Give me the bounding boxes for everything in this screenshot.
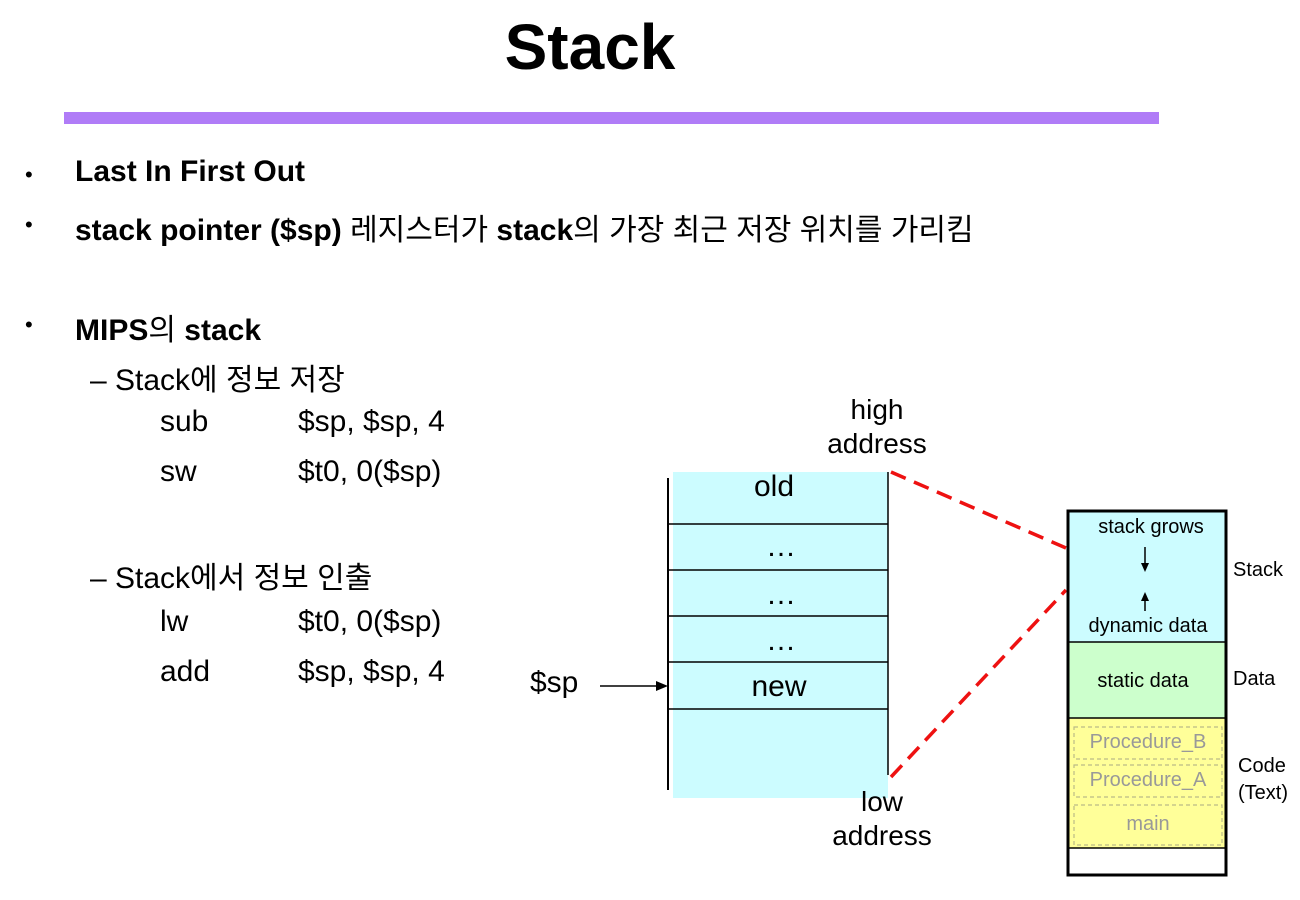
- zoom-line-top: [890, 470, 1067, 550]
- low-address-word: address: [832, 820, 932, 851]
- code-args: $sp, $sp, 4: [298, 655, 445, 688]
- stack-cell-new: new: [751, 670, 807, 703]
- memmap-stack-region: [1069, 512, 1225, 642]
- code-op: sub: [160, 405, 209, 438]
- main-box: [1073, 804, 1223, 846]
- sp-label: $sp: [530, 666, 579, 699]
- bullet-mips-text: 의: [148, 314, 185, 347]
- segment-label-data: Data: [1233, 668, 1276, 690]
- zoom-line-bottom: [889, 588, 1068, 779]
- bullet-sp-bold: stack pointer ($sp): [75, 214, 342, 247]
- bullet-sp-bold2: stack: [496, 214, 574, 247]
- stack-cell-old: old: [753, 470, 795, 503]
- memmap-code-region: [1069, 718, 1225, 848]
- code-op: sw: [160, 455, 197, 488]
- procedure-b-box: [1073, 726, 1223, 760]
- bullet-mips-bold2: stack: [184, 314, 262, 347]
- code-args: $t0, 0($sp): [298, 455, 442, 488]
- code-op: add: [160, 655, 211, 688]
- bullet-marker: •: [25, 162, 33, 187]
- low-label: low: [860, 786, 903, 817]
- segment-label-code: Code: [1238, 755, 1286, 777]
- code-op: lw: [160, 605, 189, 638]
- load-heading: – Stack에서 정보 인출: [90, 562, 373, 595]
- procedure-a-label: Procedure_A: [1089, 769, 1207, 791]
- bullet-marker: •: [25, 312, 33, 337]
- store-heading: – Stack에 정보 저장: [90, 364, 345, 397]
- procedure-a-box: [1073, 764, 1223, 798]
- dynamic-data-label: dynamic data: [1088, 615, 1208, 637]
- bullet-sp-text2: 의 가장 최근 저장 위치를 가리킴: [573, 214, 974, 247]
- main-label: main: [1126, 813, 1170, 835]
- grow-down-arrow-icon: [1141, 563, 1149, 572]
- bullet-marker: •: [25, 212, 33, 237]
- bullet-lifo: Last In First Out: [75, 155, 306, 188]
- bullet-mips-bold: MIPS: [75, 314, 149, 347]
- page-title: Stack: [504, 11, 676, 83]
- bullet-mips: MIPS의 stack: [75, 305, 261, 349]
- code-args: $t0, 0($sp): [298, 605, 442, 638]
- grow-up-arrow-icon: [1141, 592, 1149, 601]
- procedure-b-label: Procedure_B: [1089, 731, 1207, 753]
- high-address-word: address: [827, 428, 927, 459]
- memmap-frame: [1066, 509, 1228, 877]
- memmap-data-region: [1069, 642, 1225, 718]
- high-label: high: [850, 394, 904, 425]
- code-args: $sp, $sp, 4: [298, 405, 445, 438]
- stack-cell-ellipsis: …: [766, 530, 796, 563]
- segment-label-text: (Text): [1238, 782, 1288, 804]
- static-data-label: static data: [1097, 670, 1189, 692]
- sp-arrow-head: [656, 681, 668, 691]
- stack-cell-ellipsis: …: [766, 578, 796, 611]
- stack-column: [673, 472, 888, 798]
- bullet-stack-pointer: stack pointer ($sp) 레지스터가 stack의 가장 최근 저…: [75, 205, 974, 249]
- stack-grows-label: stack grows: [1098, 516, 1204, 538]
- segment-label-stack: Stack: [1233, 559, 1284, 581]
- title-underline: [64, 112, 1159, 124]
- bullet-sp-text: 레지스터가: [341, 214, 497, 247]
- stack-cell-ellipsis: …: [766, 624, 796, 657]
